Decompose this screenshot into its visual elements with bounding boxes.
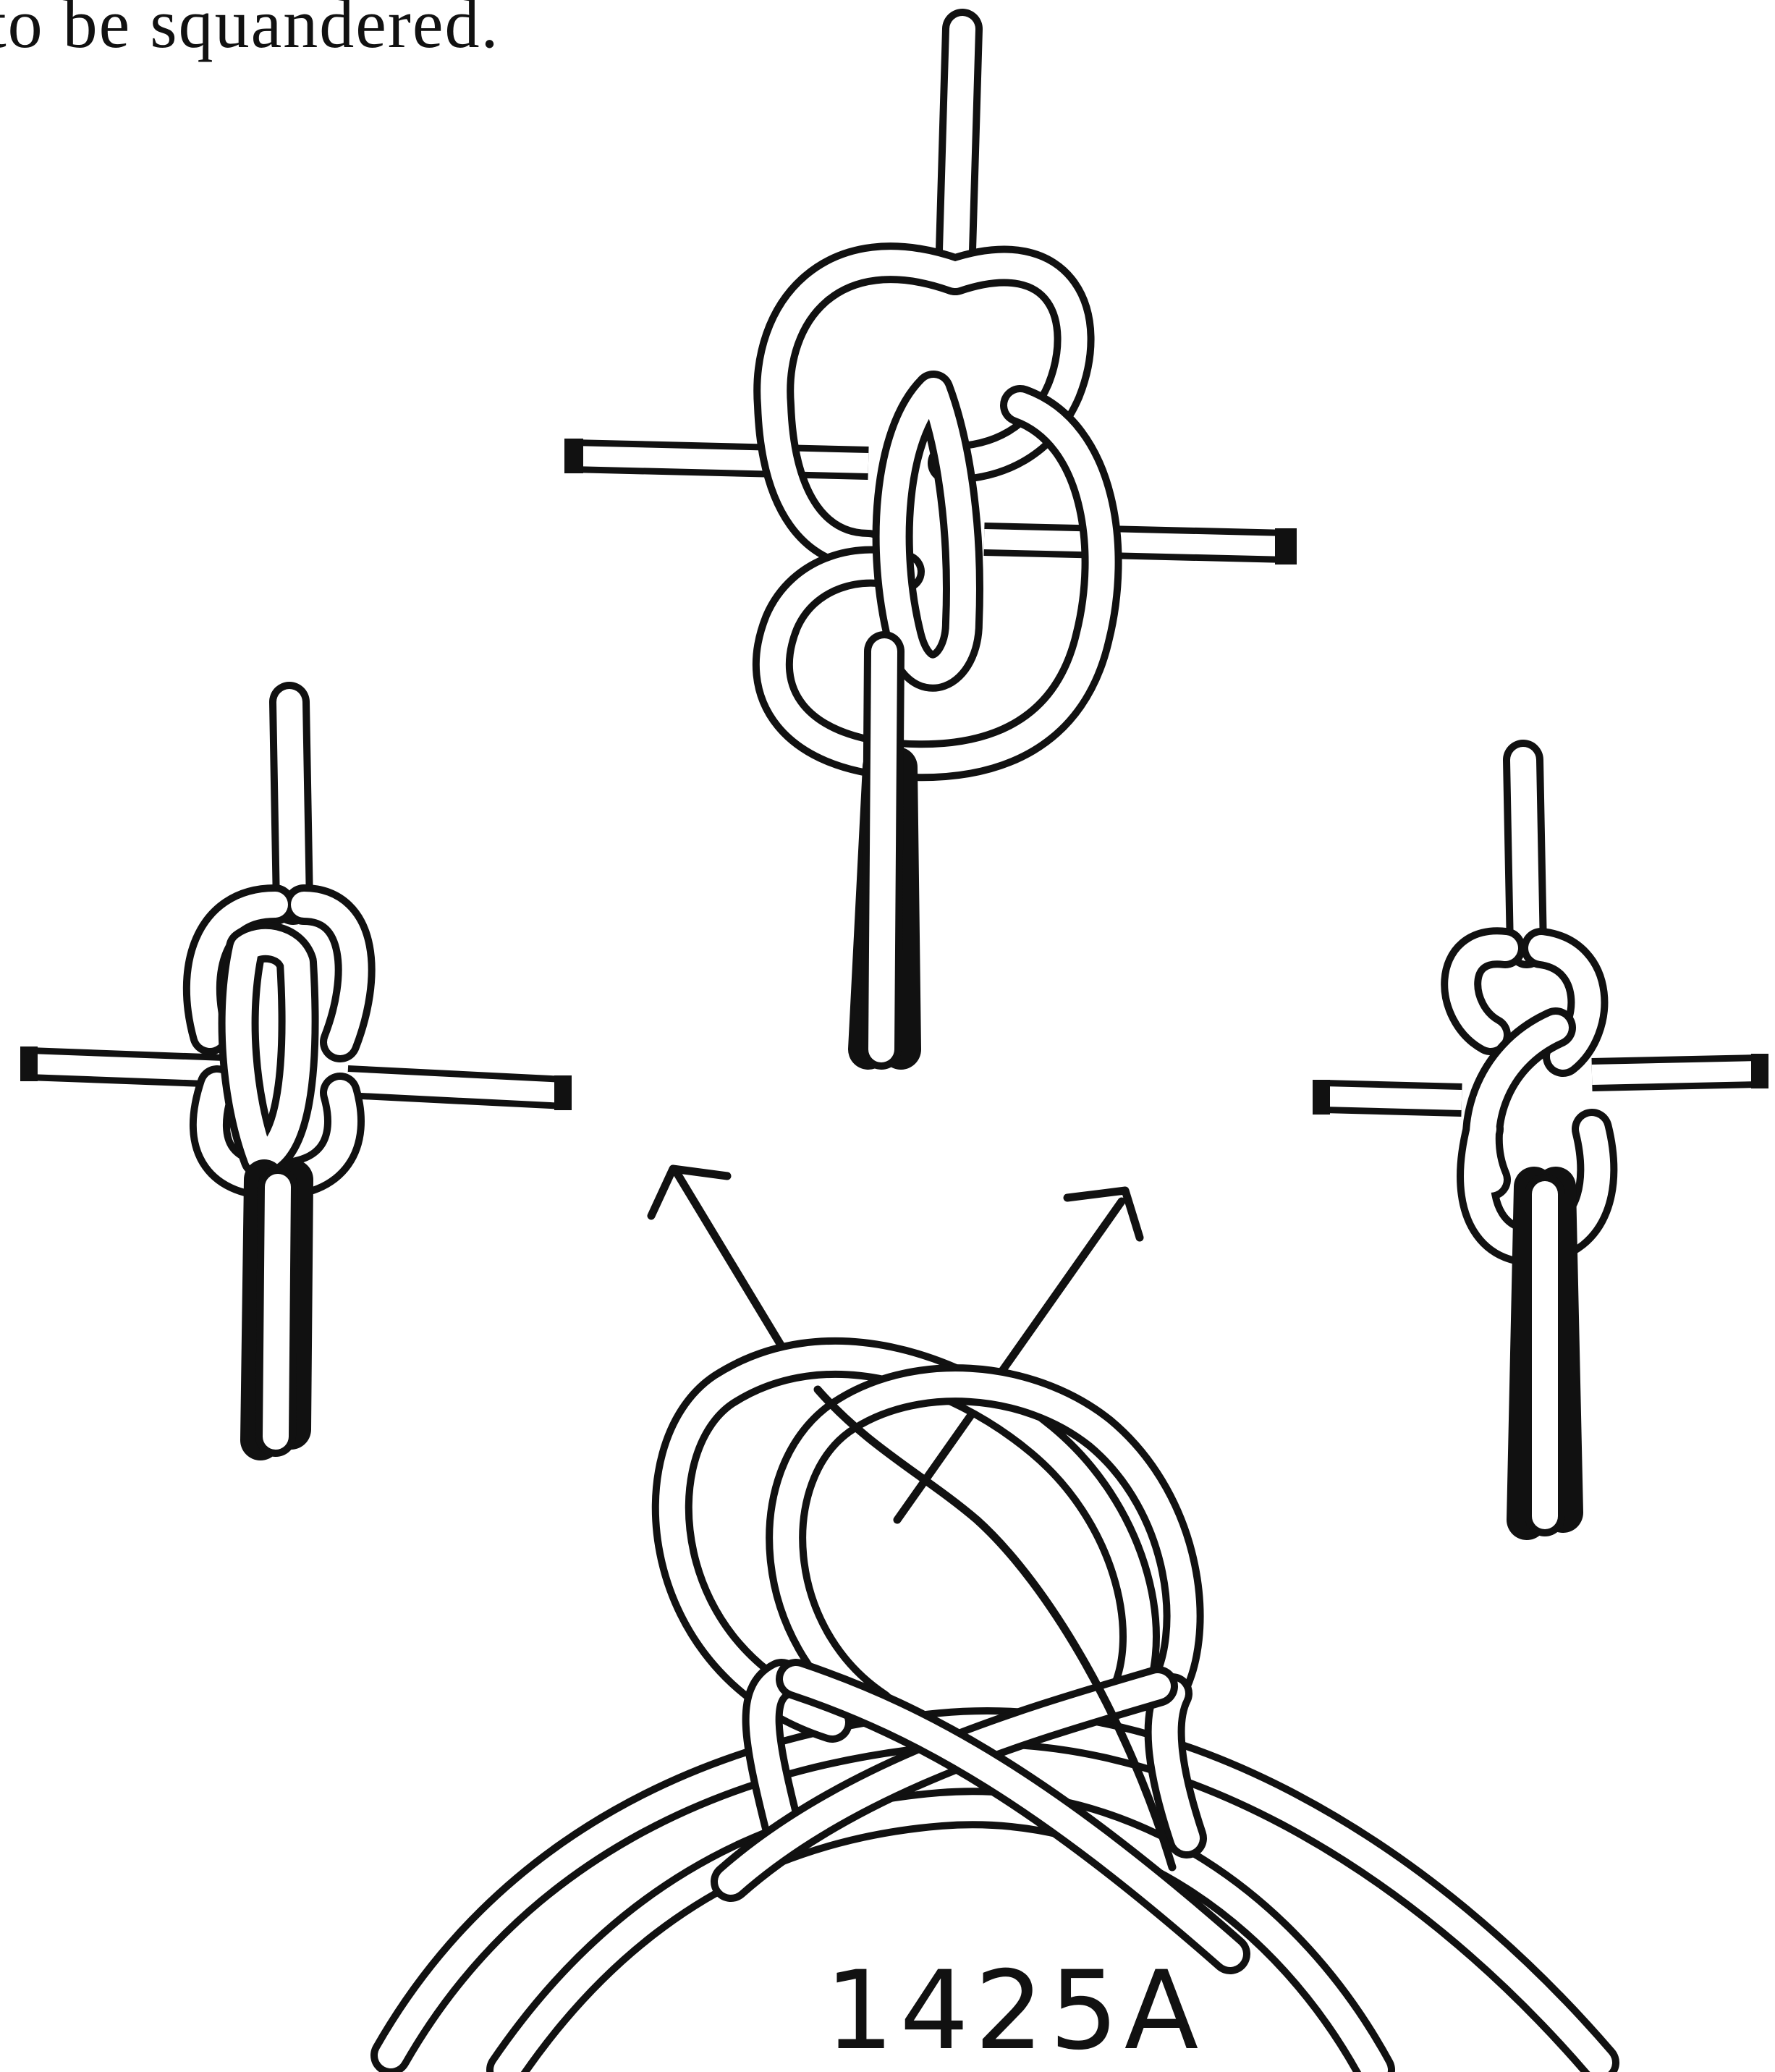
right-knot bbox=[1313, 760, 1768, 1520]
top-knot bbox=[564, 29, 1297, 1049]
arrow-left-shaft bbox=[677, 1172, 781, 1346]
left-knot bbox=[20, 702, 572, 1440]
figure-label: 1425A bbox=[825, 1948, 1204, 2072]
